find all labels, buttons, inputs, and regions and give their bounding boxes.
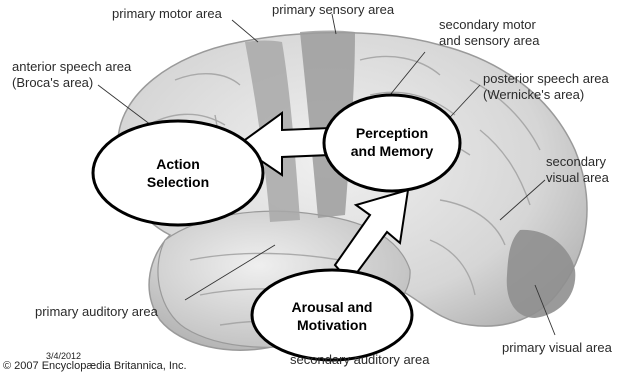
perception-memory-text: Perception and Memory bbox=[332, 124, 452, 160]
arousal-motivation-text: Arousal and Motivation bbox=[267, 298, 397, 334]
label-anterior-speech-2: (Broca's area) bbox=[12, 75, 93, 90]
label-secondary-motor-1: secondary motor bbox=[439, 17, 536, 32]
label-secondary-motor-2: and sensory area bbox=[439, 33, 539, 48]
slide-date: 3/4/2012 bbox=[46, 351, 81, 361]
action-line-1: Action bbox=[113, 155, 243, 173]
action-line-2: Selection bbox=[113, 173, 243, 191]
label-secondary-visual-2: visual area bbox=[546, 170, 609, 185]
perception-line-1: Perception bbox=[332, 124, 452, 142]
label-posterior-speech-1: posterior speech area bbox=[483, 71, 609, 86]
label-anterior-speech-1: anterior speech area bbox=[12, 59, 131, 74]
label-secondary-auditory: secondary auditory area bbox=[290, 352, 429, 367]
arousal-line-1: Arousal and bbox=[267, 298, 397, 316]
label-secondary-visual-1: secondary bbox=[546, 154, 606, 169]
label-posterior-speech-2: (Wernicke's area) bbox=[483, 87, 584, 102]
arousal-line-2: Motivation bbox=[267, 316, 397, 334]
copyright-text: © 2007 Encyclopædia Britannica, Inc. bbox=[3, 360, 187, 372]
perception-line-2: and Memory bbox=[332, 142, 452, 160]
label-primary-sensory: primary sensory area bbox=[272, 2, 394, 17]
label-primary-motor: primary motor area bbox=[112, 6, 222, 21]
action-selection-text: Action Selection bbox=[113, 155, 243, 191]
label-primary-visual: primary visual area bbox=[502, 340, 612, 355]
label-primary-auditory: primary auditory area bbox=[35, 304, 158, 319]
